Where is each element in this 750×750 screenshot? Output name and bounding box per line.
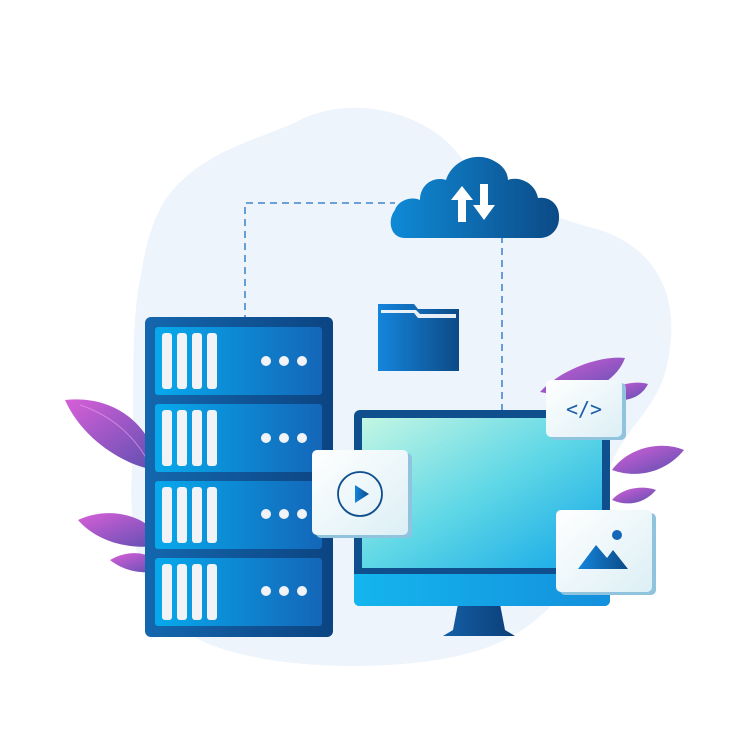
cloud-icon (390, 156, 560, 238)
server-rack (145, 317, 333, 637)
upload-download-arrows-icon (451, 184, 495, 222)
server-unit (155, 404, 322, 472)
image-icon (578, 530, 628, 569)
code-card: </> (546, 380, 626, 440)
folder-icon (378, 304, 459, 371)
image-card (556, 510, 656, 595)
server-unit (155, 327, 322, 395)
monitor-icon (354, 410, 610, 636)
dashed-connector-lines (244, 202, 503, 412)
play-icon (337, 471, 383, 517)
code-icon: </> (566, 397, 602, 421)
video-card (312, 450, 412, 538)
server-unit (155, 558, 322, 626)
server-unit (155, 481, 322, 549)
